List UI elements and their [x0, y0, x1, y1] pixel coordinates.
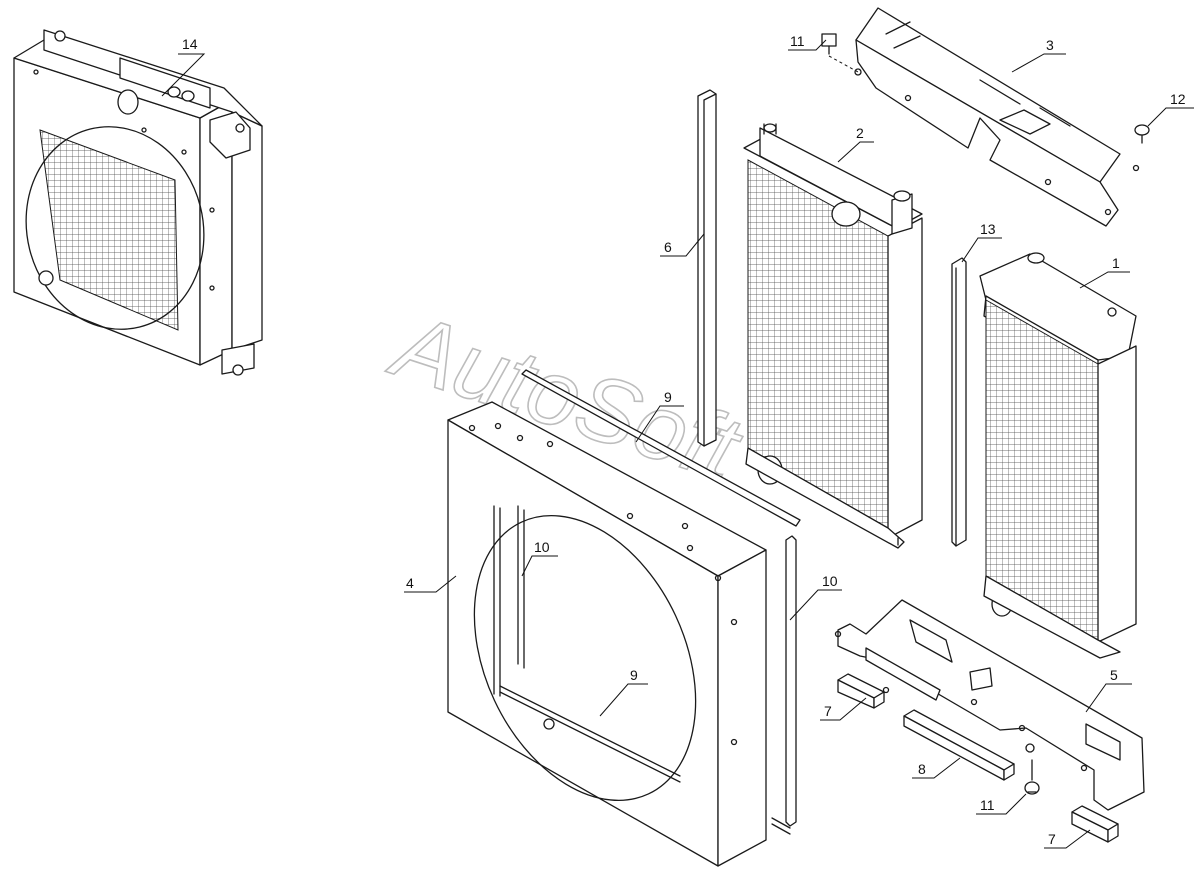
- block-part-7-upper: [837, 673, 885, 709]
- bolt-part-11-lower: [1024, 759, 1040, 795]
- callout-3-label: 3: [1046, 37, 1054, 53]
- callout-2-label: 2: [856, 125, 864, 141]
- callout-4: 4: [404, 575, 457, 593]
- callout-11-lower-label: 11: [980, 797, 995, 813]
- lower-bracket-part-5: [834, 599, 1145, 811]
- strip-part-9-top: [521, 369, 801, 527]
- bolt-part-12: [1134, 124, 1150, 144]
- callout-7-upper-label: 7: [824, 703, 832, 719]
- callout-11-top-label: 11: [790, 33, 805, 49]
- top-bracket-part-3: [855, 7, 1140, 227]
- callout-6: 6: [660, 233, 705, 257]
- callout-4-label: 4: [406, 575, 414, 591]
- seal-part-6: [697, 89, 717, 447]
- strip-part-10-right: [771, 535, 797, 835]
- callout-11-top: 11: [788, 33, 827, 51]
- callout-10-left: 10: [521, 539, 558, 577]
- bar-part-8: [903, 709, 1015, 781]
- callout-5-label: 5: [1110, 667, 1118, 683]
- callout-7-lower: 7: [1044, 829, 1091, 849]
- callout-13: 13: [961, 221, 1002, 263]
- callout-13-label: 13: [980, 221, 996, 237]
- callout-8-label: 8: [918, 761, 926, 777]
- block-part-7-lower: [1071, 805, 1119, 843]
- callout-14-label: 14: [182, 36, 198, 52]
- callout-9-lower-label: 9: [630, 667, 638, 683]
- callout-2: 2: [837, 125, 874, 163]
- assembled-radiator-part-14: [13, 29, 263, 376]
- callout-9-top: 9: [635, 389, 684, 443]
- callout-10-right-label: 10: [822, 573, 838, 589]
- callout-10-right: 10: [789, 573, 842, 621]
- callout-5: 5: [1085, 667, 1132, 713]
- seal-part-13: [951, 257, 967, 547]
- callout-1: 1: [1079, 255, 1130, 289]
- callout-7-lower-label: 7: [1048, 831, 1056, 847]
- radiator-part-1: [979, 252, 1137, 659]
- callout-7-upper: 7: [820, 697, 867, 721]
- callout-9-top-label: 9: [664, 389, 672, 405]
- callout-12: 12: [1147, 91, 1194, 127]
- callout-9-lower: 9: [599, 667, 648, 717]
- callout-12-label: 12: [1170, 91, 1186, 107]
- callout-8: 8: [912, 757, 961, 779]
- callout-6-label: 6: [664, 239, 672, 255]
- callout-14: 14: [161, 36, 206, 97]
- callout-10-left-label: 10: [534, 539, 550, 555]
- callouts: 14 11 3 12 2 6 13: [161, 33, 1194, 849]
- bolt-part-11-top: [821, 33, 862, 76]
- callout-11-lower: 11: [976, 793, 1027, 815]
- radiator-part-2: [743, 123, 923, 549]
- callout-3: 3: [1011, 37, 1066, 73]
- shroud-part-4: [447, 401, 767, 867]
- callout-1-label: 1: [1112, 255, 1120, 271]
